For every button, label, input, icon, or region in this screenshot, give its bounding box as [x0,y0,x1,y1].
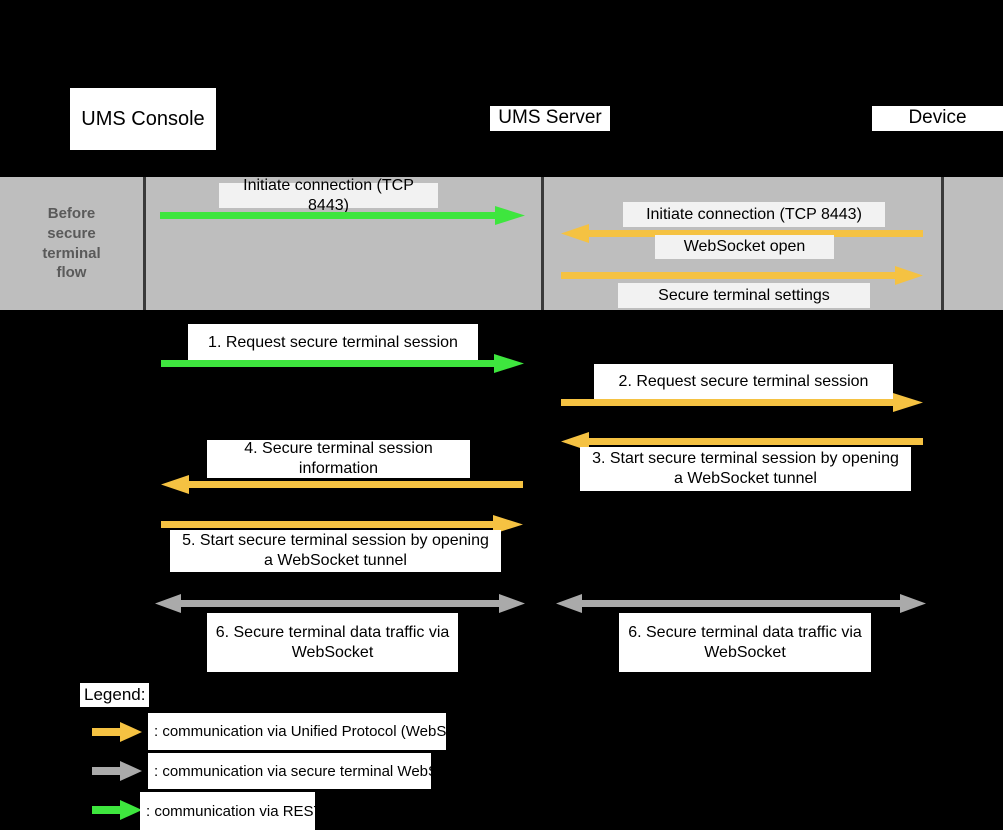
phase-band-label-line-1: Before [47,204,96,222]
step-6-right-label-line-2: WebSocket [704,643,786,661]
legend-title: Legend: [80,683,149,707]
band-arrow-secure-terminal-settings [561,265,923,287]
step-1-label: 1. Request secure terminal session [188,324,478,362]
band-message-label-websocket-open: WebSocket open [655,235,834,259]
step-4-arrow [161,474,523,496]
step-4-label-line-1: 4. Secure terminal session [244,440,433,457]
step-6-right-label: 6. Secure terminal data traffic via WebS… [619,613,871,672]
legend-secure-terminal-arrow-icon [92,761,142,781]
phase-band-label-line-4: flow [56,264,87,282]
step-6-left-arrow [155,593,525,615]
legend-rest-text: : communication via REST [140,792,323,830]
step-3-label-line-1: 3. Start secure terminal session by open… [592,450,899,467]
step-6-left-label: 6. Secure terminal data traffic via WebS… [207,613,458,672]
participant-device: Device [872,106,1003,131]
legend-secure-terminal-text: : communication via secure terminal WebS… [148,753,474,789]
band-divider-device [941,177,944,310]
participant-ums-server: UMS Server [490,106,610,131]
step-5-label: 5. Start secure terminal session by open… [170,530,501,572]
step-6-left-label-line-1: 6. Secure terminal data traffic via [215,623,450,641]
step-2-arrow [561,392,923,414]
step-6-right-arrow [556,593,926,615]
step-6-right-label-line-1: 6. Secure terminal data traffic via [628,623,862,641]
phase-band-label: Before secure terminal flow [0,177,143,310]
band-arrow-initiate-connection-console [160,205,525,227]
phase-band-label-line-3: terminal [42,244,101,262]
legend-unified-protocol-arrow-icon [92,722,142,742]
step-3-label-line-2: a WebSocket tunnel [674,470,817,487]
step-3-arrow [561,431,923,453]
step-6-left-label-line-2: WebSocket [291,643,374,661]
legend-rest-arrow-icon [92,800,142,820]
step-5-label-line-1: 5. Start secure terminal session by open… [182,532,489,549]
step-1-arrow [161,353,524,375]
step-4-label: 4. Secure terminal session information [207,440,470,478]
step-5-arrow [161,514,523,536]
step-4-label-line-2: information [298,460,379,477]
legend-unified-protocol-text: : communication via Unified Protocol (We… [148,713,487,750]
step-5-label-line-2: a WebSocket tunnel [264,552,407,569]
band-arrow-initiate-connection-device [561,223,923,245]
band-message-label-secure-terminal-settings: Secure terminal settings [618,283,870,308]
step-2-label: 2. Request secure terminal session [594,364,893,400]
phase-band-label-line-2: secure [47,224,96,242]
band-message-label-initiate-connection-device: Initiate connection (TCP 8443) [623,202,885,227]
band-divider-console [143,177,146,310]
participant-ums-console: UMS Console [70,88,216,150]
band-divider-server-left [541,177,544,310]
step-3-label: 3. Start secure terminal session by open… [580,447,911,491]
